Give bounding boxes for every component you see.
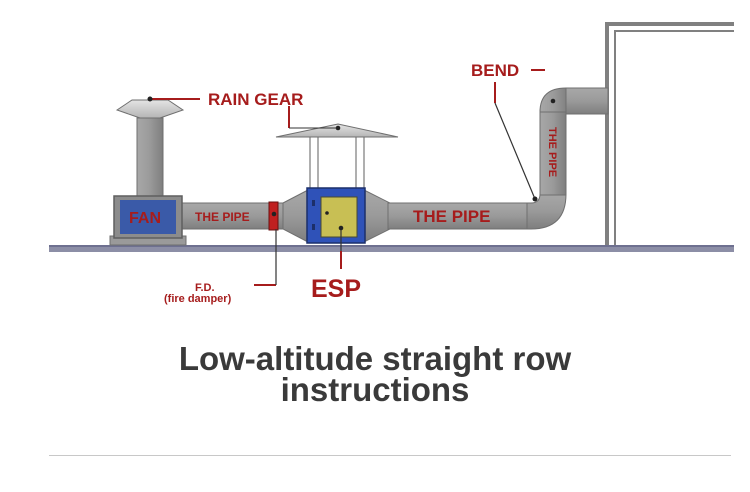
esp-inlet-cone (282, 189, 309, 243)
bend-label: BEND (471, 61, 519, 80)
rain-gear-label: RAIN GEAR (208, 90, 303, 109)
esp-outlet-cone (363, 189, 391, 243)
fan-label: FAN (129, 210, 161, 227)
building-wall (605, 22, 734, 247)
fan-stack (115, 99, 185, 199)
pipe-left-label: THE PIPE (195, 210, 250, 224)
duct-system-diagram: RAIN GEAR BEND FAN THE PIPE THE PIPE THE… (49, 22, 734, 305)
fire-damper-label-full: (fire damper) (164, 293, 232, 305)
leader-lines (147, 69, 556, 286)
fan-housing (113, 195, 183, 239)
caption-line-1: Low-altitude straight row (178, 340, 572, 377)
ground-line (49, 245, 734, 252)
bottom-divider (49, 455, 731, 456)
pipe-vertical-label: THE PIPE (546, 127, 558, 177)
fire-damper-label-abbr: F.D. (195, 282, 215, 294)
pipe-right-label: THE PIPE (413, 207, 490, 226)
esp-unit (306, 187, 366, 244)
esp-label: ESP (311, 275, 361, 303)
pipe-right-assembly (387, 87, 609, 230)
rain-gear (275, 123, 399, 192)
slide-caption: Low-altitude straight row instructions (0, 340, 750, 408)
pipe-left (177, 202, 287, 230)
caption-line-2: instructions (280, 371, 470, 408)
